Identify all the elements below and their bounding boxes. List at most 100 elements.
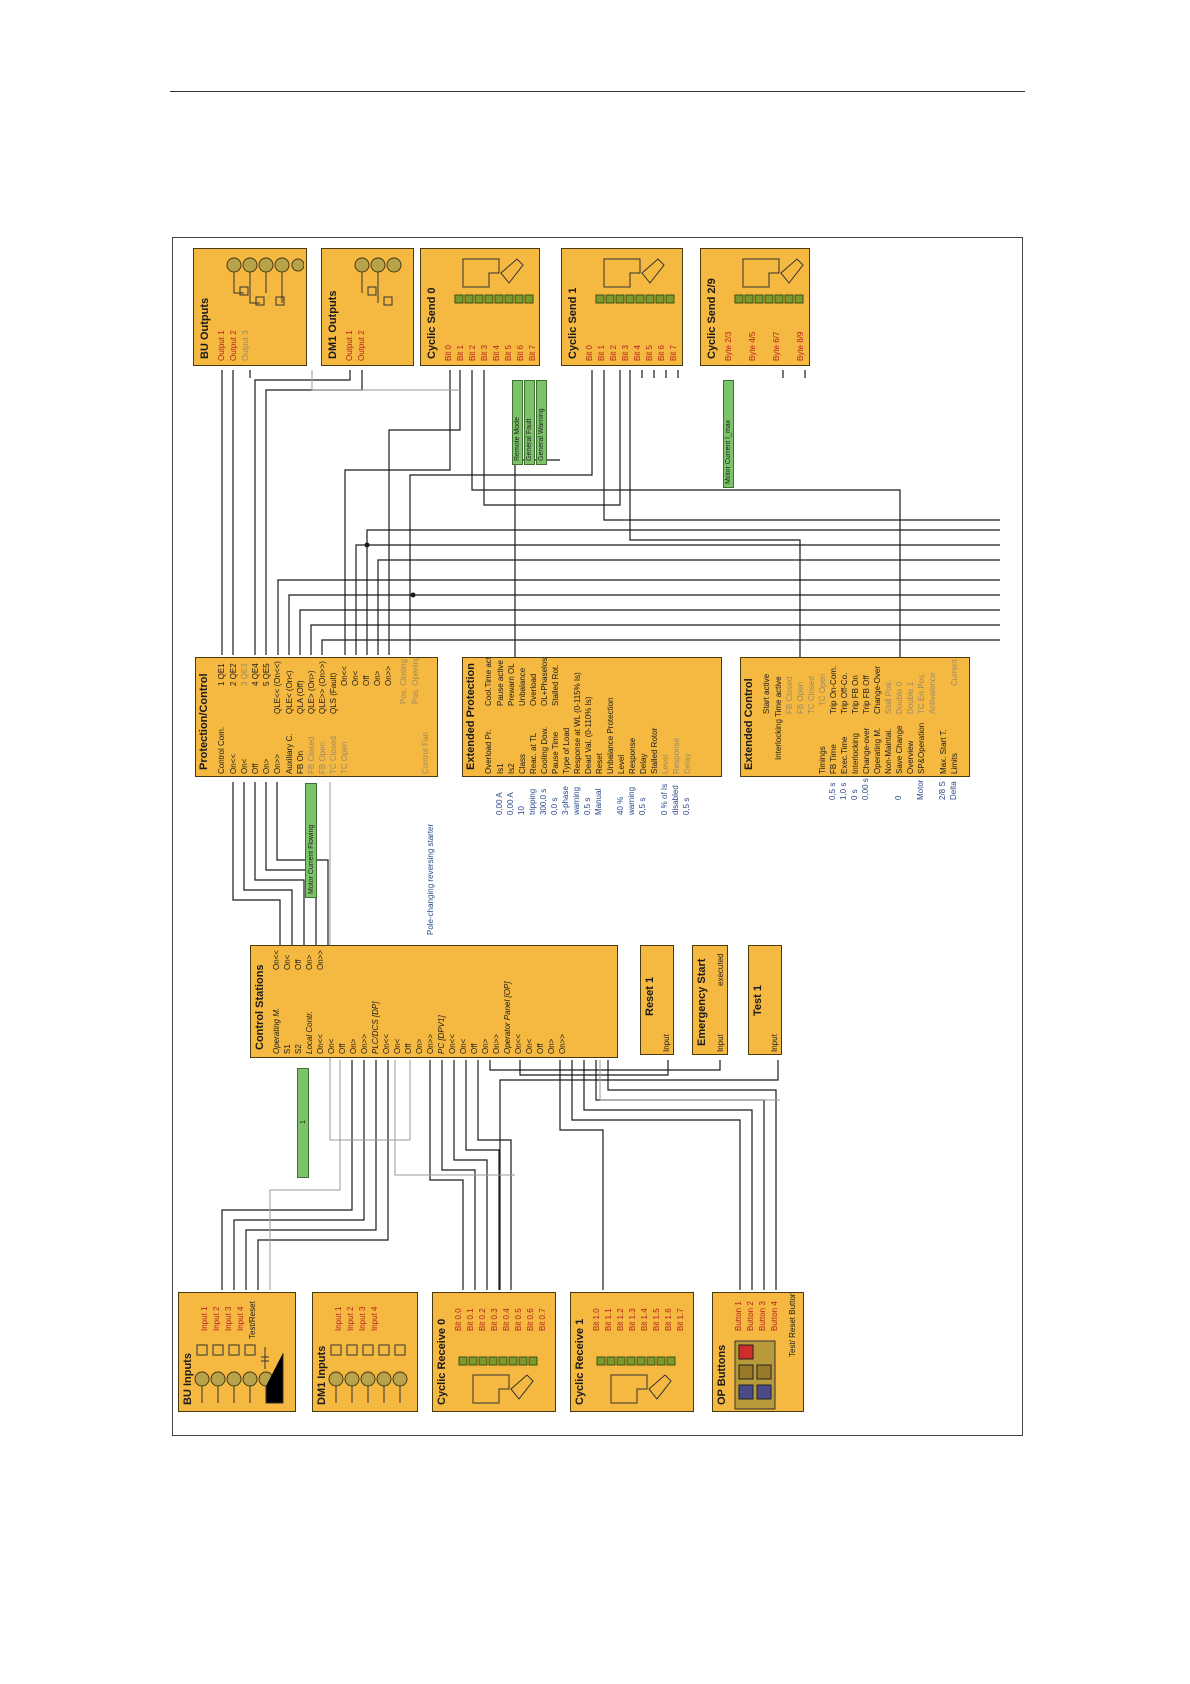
cs-in-13[interactable]: On>	[415, 1038, 424, 1054]
extp-in-15[interactable]: Stalled Rotor	[650, 727, 659, 774]
extc-out-12[interactable]: Double 0	[895, 681, 904, 714]
prot-out-9[interactable]: QLE>> (On>>)	[318, 661, 327, 714]
cs-in-6[interactable]: Off	[338, 1043, 347, 1054]
extc-out-9[interactable]: Trip FB Off	[862, 675, 871, 714]
send0-port-4[interactable]: Bit 4	[492, 344, 501, 361]
op-btn-port-2[interactable]: Button 2	[746, 1301, 755, 1331]
cs-out-2[interactable]: Off	[294, 959, 303, 970]
extc-in-7[interactable]: Save Change	[895, 725, 904, 774]
bu-in-port-5[interactable]: Test/Reset	[248, 1301, 257, 1339]
dm1-outputs-block[interactable]: DM1 Outputs Output 1 Output 2	[321, 248, 414, 366]
bu-output-port-1[interactable]: Output 1	[217, 330, 226, 361]
op-btn-port-5[interactable]: Test/ Reset Button	[788, 1292, 797, 1357]
bu-inputs-block[interactable]: BU Inputs Input 1 Input 2 Input 3 Input …	[178, 1292, 296, 1412]
extp-out-4[interactable]: Overload	[529, 673, 538, 706]
extp-out-5[interactable]: OL+Phaseloss	[540, 657, 549, 706]
cs-out-1[interactable]: On<	[283, 954, 292, 970]
send0-port-6[interactable]: Bit 6	[516, 344, 525, 361]
cyclic-send-1-block[interactable]: Cyclic Send 1 Bit 0 Bit 1 Bit 2 Bit 3 Bi…	[561, 248, 683, 366]
extc-in-4[interactable]: Change-over	[862, 727, 871, 774]
prot-out-16[interactable]: Pos. Closing	[399, 659, 408, 704]
send1-port-5[interactable]: Bit 5	[645, 344, 654, 361]
send1-port-2[interactable]: Bit 2	[609, 344, 618, 361]
dm1-in-port-4[interactable]: Input 4	[370, 1306, 379, 1331]
rcv0-port-0[interactable]: Bit 0.0	[454, 1308, 463, 1331]
cs-in-12[interactable]: Off	[404, 1043, 413, 1054]
tag-general-warning[interactable]: General Warning	[536, 380, 547, 465]
extc-out-16[interactable]: Current Max	[950, 657, 959, 686]
extp-out-3[interactable]: Unbalance	[518, 667, 527, 706]
extp-in-10[interactable]: Reset	[595, 753, 604, 774]
extended-control-block[interactable]: Extended Control Timings FB Time Exec.Ti…	[740, 657, 970, 777]
reset-1-port[interactable]: Input	[662, 1034, 671, 1052]
extc-in-11[interactable]: Limits	[950, 753, 959, 774]
rcv0-port-1[interactable]: Bit 0.1	[466, 1308, 475, 1331]
bu-in-port-2[interactable]: Input 2	[212, 1306, 221, 1331]
extc-out-14[interactable]: TC Err.Pos.	[917, 672, 926, 714]
cs-in-10[interactable]: On<<	[382, 1033, 391, 1054]
cs-out-0[interactable]: On<<	[272, 949, 281, 970]
bu-in-port-1[interactable]: Input 1	[200, 1306, 209, 1331]
op-buttons-block[interactable]: OP Buttons Button 1 Button 2 Button 3 Bu…	[712, 1292, 804, 1412]
dm1-inputs-block[interactable]: DM1 Inputs Input 1 Input 2 Input 3 Input…	[312, 1292, 418, 1412]
prot-out-0[interactable]: 1 QE1	[217, 663, 226, 686]
reset-1-block[interactable]: Reset 1 Input	[640, 945, 674, 1055]
extc-in-10[interactable]: Max. Start T.	[939, 729, 948, 774]
rcv1-port-5[interactable]: Bit 1.5	[652, 1308, 661, 1331]
rcv1-port-0[interactable]: Bit 1.0	[592, 1308, 601, 1331]
cs-in-4[interactable]: On<<	[316, 1033, 325, 1054]
cs-in-2[interactable]: S2	[294, 1044, 303, 1054]
extp-in-5[interactable]: Cooling Dow.	[540, 726, 549, 774]
send1-port-6[interactable]: Bit 6	[657, 344, 666, 361]
extp-in-13[interactable]: Response	[628, 737, 637, 774]
prot-out-6[interactable]: QLE< (On<)	[285, 670, 294, 714]
prot-in-11[interactable]: TC Open	[340, 741, 349, 774]
extp-in-1[interactable]: Is1	[496, 763, 505, 774]
control-stations-block[interactable]: Control Stations Operating M. S1 S2 Loca…	[250, 945, 618, 1058]
send29-port-45[interactable]: Byte 4/5	[748, 331, 757, 361]
extc-out-11[interactable]: Stall Pos.	[884, 680, 893, 714]
rcv1-port-3[interactable]: Bit 1.3	[628, 1308, 637, 1331]
extc-out-0[interactable]: Start active	[762, 673, 771, 714]
dm1-in-port-1[interactable]: Input 1	[334, 1306, 343, 1331]
cs-in-9[interactable]: PLC/DCS [DP]	[371, 1001, 380, 1054]
emergency-start-block[interactable]: Emergency Start Input executed	[692, 945, 728, 1055]
tag-general-fault[interactable]: General Fault	[524, 380, 535, 465]
dm1-output-port-1[interactable]: Output 1	[345, 330, 354, 361]
extc-out-7[interactable]: Trip Off-Co.	[840, 672, 849, 714]
prot-out-1[interactable]: 2 QE2	[229, 663, 238, 686]
tag-remote-mode[interactable]: Remote Mode	[512, 380, 523, 465]
rcv0-port-4[interactable]: Bit 0.4	[502, 1308, 511, 1331]
rcv0-port-2[interactable]: Bit 0.2	[478, 1308, 487, 1331]
extp-in-17[interactable]: Response	[672, 737, 681, 774]
extp-out-6[interactable]: Stalled Rot.	[551, 664, 560, 706]
cyclic-send-29-block[interactable]: Cyclic Send 2/9 Byte 2/3 Byte 4/5 Byte 6…	[700, 248, 810, 366]
protection-control-block[interactable]: Protection/Control Control Com. On<< On<…	[195, 657, 438, 777]
cs-in-23[interactable]: On<	[525, 1038, 534, 1054]
extc-out-10[interactable]: Change-Over	[873, 665, 882, 714]
cs-in-7[interactable]: On>	[349, 1038, 358, 1054]
bu-in-port-4[interactable]: Input 4	[236, 1306, 245, 1331]
prot-out-7[interactable]: QLA (Off)	[296, 680, 305, 714]
dm1-in-port-3[interactable]: Input 3	[358, 1306, 367, 1331]
op-btn-port-3[interactable]: Button 3	[758, 1301, 767, 1331]
rcv1-port-2[interactable]: Bit 1.2	[616, 1308, 625, 1331]
cs-in-8[interactable]: On>>	[360, 1033, 369, 1054]
prot-in-2[interactable]: On<	[240, 758, 249, 774]
prot-in-12[interactable]: Control Fan	[421, 732, 430, 774]
send1-port-3[interactable]: Bit 3	[621, 344, 630, 361]
prot-in-6[interactable]: Auxiliary C.	[285, 733, 294, 774]
extp-in-0[interactable]: Overload Pr.	[484, 729, 493, 774]
prot-in-1[interactable]: On<<	[229, 753, 238, 774]
extp-out-0[interactable]: Cool.Time act.	[484, 657, 493, 706]
cs-in-0[interactable]: Operating M.	[272, 1007, 281, 1054]
cyclic-send-0-block[interactable]: Cyclic Send 0 Bit 0 Bit 1 Bit 2 Bit 3 Bi…	[420, 248, 540, 366]
extc-in-3[interactable]: Interlocking	[851, 733, 860, 774]
send1-port-7[interactable]: Bit 7	[669, 344, 678, 361]
tag-motor-current-flowing[interactable]: Motor Current Flowing	[305, 783, 317, 898]
prot-in-3[interactable]: Off	[251, 763, 260, 774]
rcv1-port-1[interactable]: Bit 1.1	[604, 1308, 613, 1331]
prot-out-8[interactable]: QLE> (On>)	[307, 670, 316, 714]
prot-out-4[interactable]: 5 QE5	[262, 663, 271, 686]
bu-outputs-block[interactable]: BU Outputs Output 1 Output 2 Output 3	[193, 248, 307, 366]
